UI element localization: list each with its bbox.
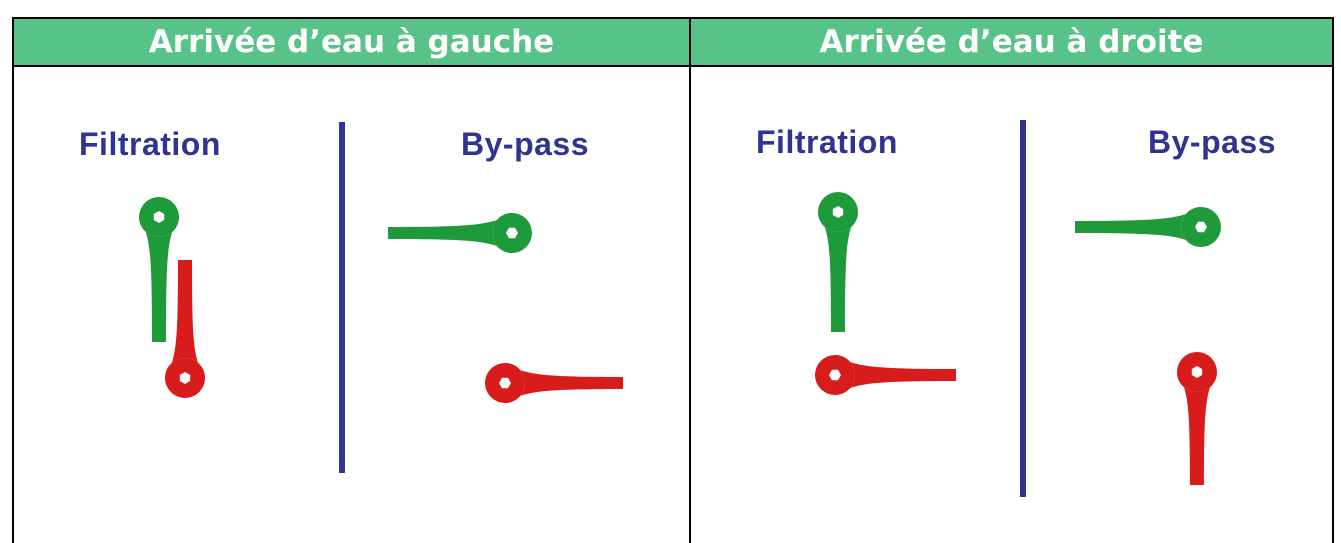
table-border-right: [1332, 17, 1334, 543]
valve-handle-icon: [1075, 207, 1221, 247]
valve-handle-icon: [139, 197, 179, 342]
header-left-inlet: Arrivée d’eau à gauche: [12, 17, 691, 67]
left-filtration-label: Filtration: [79, 126, 221, 162]
valve-handle-icon: [818, 192, 858, 332]
valve-handle-icon: [1177, 352, 1217, 485]
right-bypass-label: By-pass: [1148, 124, 1276, 160]
valve-handle-icon: [165, 260, 205, 398]
header-right-inlet: Arrivée d’eau à droite: [691, 17, 1334, 67]
table-border-left: [12, 17, 14, 543]
valve-handle-icon: [815, 355, 956, 395]
right-divider-line: [1020, 120, 1026, 497]
valve-handle-icon: [388, 213, 532, 253]
valve-handle-icon: [485, 363, 623, 403]
table-column-divider: [689, 17, 691, 543]
left-divider-line: [339, 122, 345, 473]
left-bypass-label: By-pass: [461, 126, 589, 162]
right-filtration-label: Filtration: [756, 124, 898, 160]
